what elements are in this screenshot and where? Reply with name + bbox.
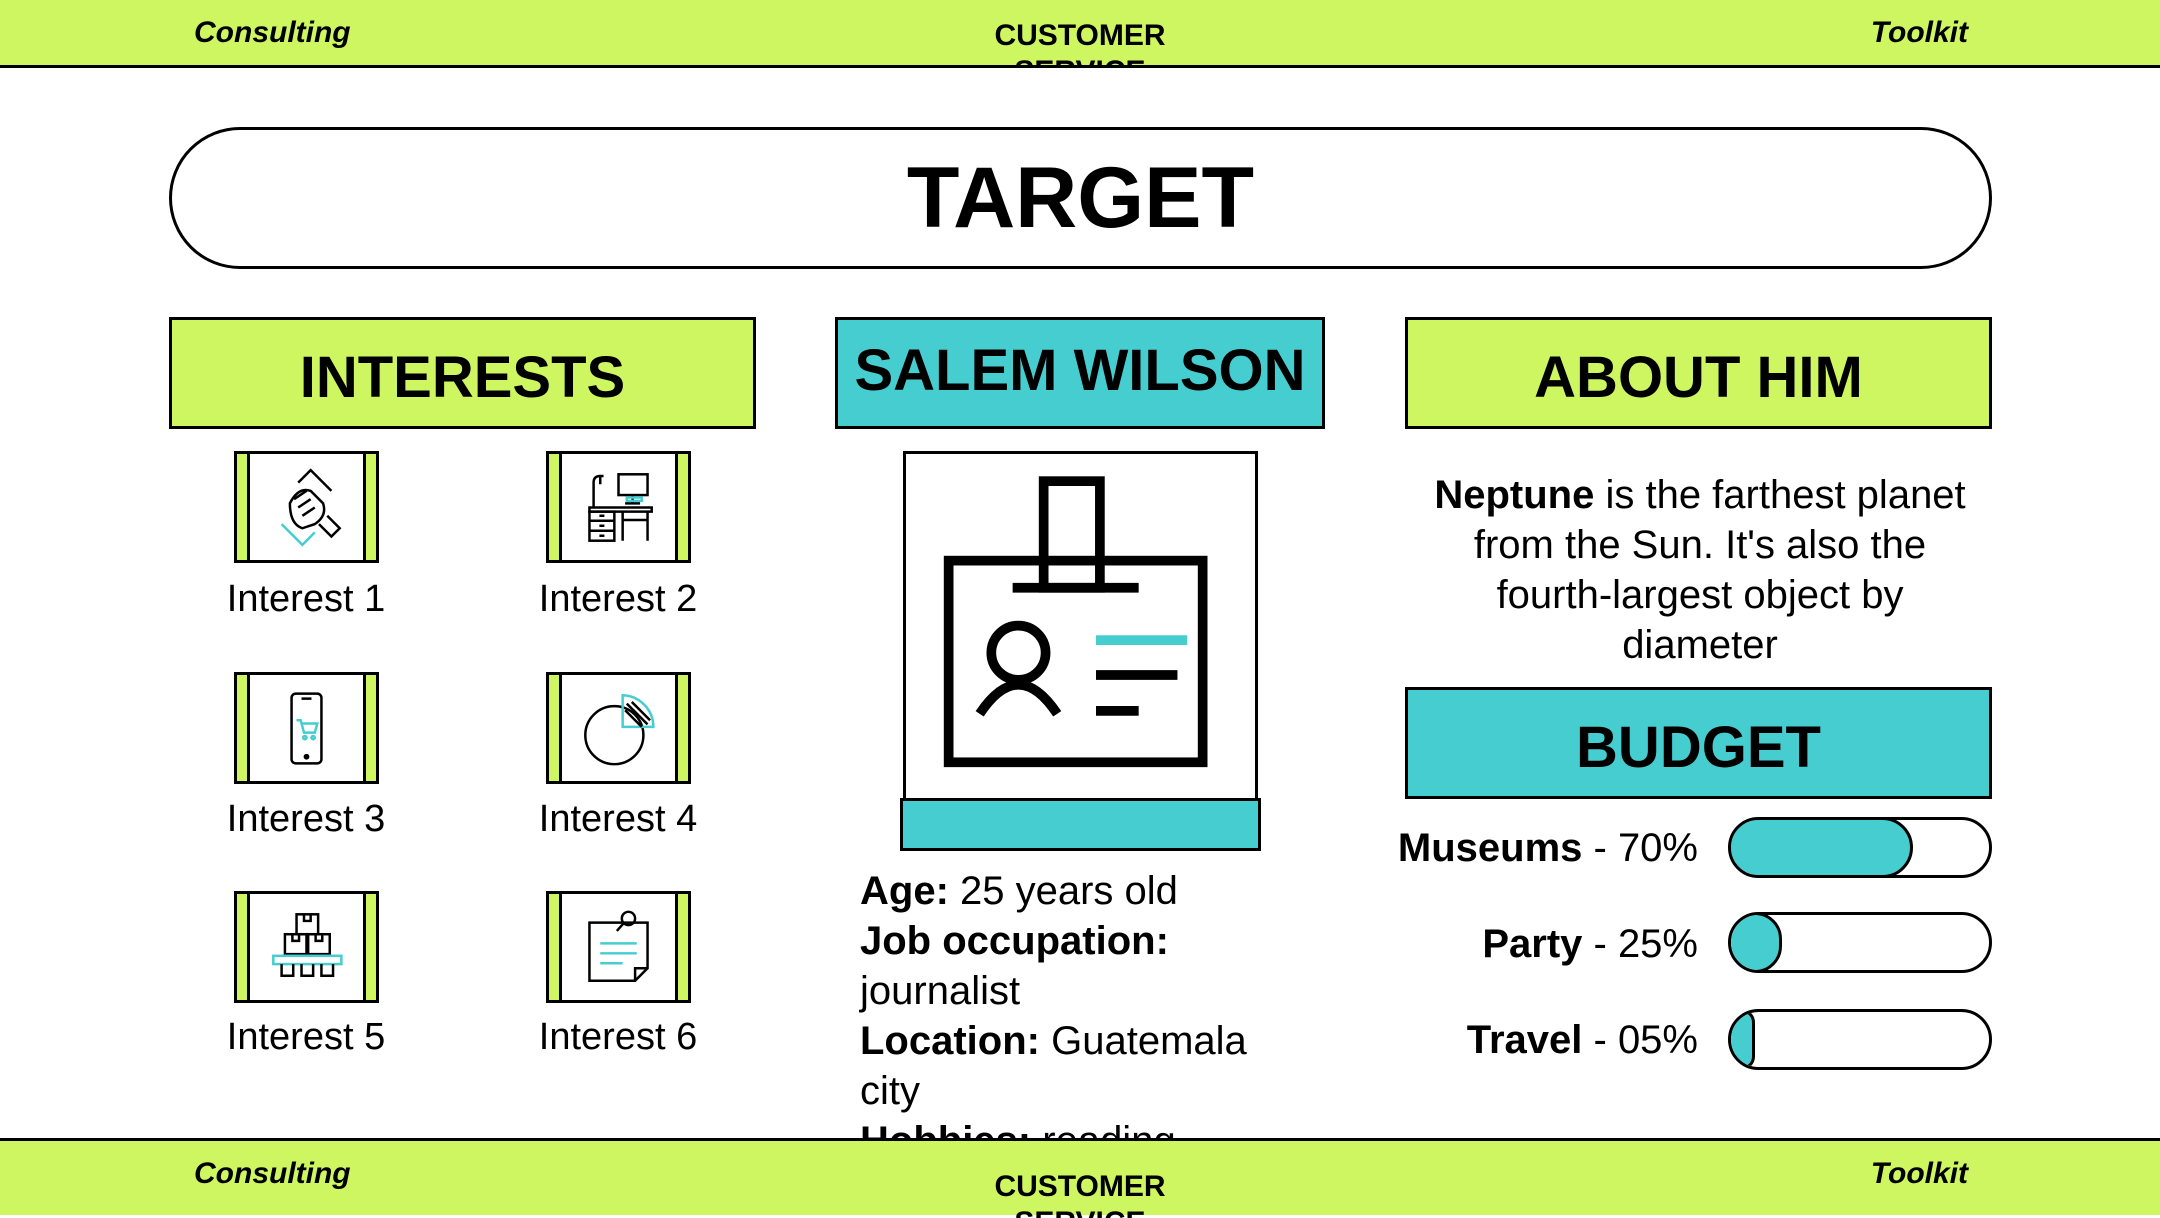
budget-bar-museums	[1728, 817, 1992, 878]
budget-label-party: Party - 25%	[1482, 922, 1698, 966]
budget-fill-travel	[1731, 1012, 1755, 1067]
budget-fill-party	[1731, 915, 1782, 970]
profile-card-base	[900, 798, 1261, 851]
header-left-text: Consulting	[194, 16, 351, 49]
interest-label-4: Interest 4	[538, 798, 698, 840]
footer-left-text: Consulting	[194, 1157, 351, 1190]
profile-name-heading: SALEM WILSON	[835, 317, 1325, 429]
desk-icon	[588, 473, 653, 542]
detail-job: Job occupation: journalist	[860, 916, 1300, 1016]
header-right-text: Toolkit	[1870, 16, 1968, 49]
about-text: Neptune is the farthest planet from the …	[1420, 470, 1980, 670]
interest-label-6: Interest 6	[538, 1016, 698, 1058]
budget-bar-party	[1728, 912, 1992, 973]
header-center-text: CUSTOMER SERVICE	[994, 19, 1166, 68]
interests-heading: INTERESTS	[169, 317, 756, 429]
interest-label-2: Interest 2	[538, 578, 698, 620]
sticky-note-icon	[588, 910, 649, 982]
header-bar: Consulting CUSTOMER SERVICE Toolkit	[0, 0, 2160, 68]
profile-name: SALEM WILSON	[854, 338, 1306, 403]
budget-label-travel: Travel - 05%	[1466, 1018, 1698, 1062]
about-body: is the farthest planet from the Sun. It'…	[1473, 473, 1966, 667]
interest-tile-3[interactable]	[234, 672, 379, 784]
packages-icon	[272, 913, 343, 977]
budget-bar-travel	[1728, 1009, 1992, 1070]
footer-center-text: CUSTOMER SERVICE	[994, 1170, 1166, 1218]
detail-location-label: Location:	[860, 1019, 1040, 1063]
interest-label-3: Interest 3	[226, 798, 386, 840]
interest-tile-6[interactable]	[546, 891, 691, 1003]
interest-label-5: Interest 5	[226, 1016, 386, 1058]
budget-label-museums: Museums - 70%	[1397, 826, 1698, 870]
interest-tile-4[interactable]	[546, 672, 691, 784]
detail-location: Location: Guatemala city	[860, 1016, 1300, 1116]
detail-age-value: 25 years old	[960, 869, 1178, 913]
about-bold: Neptune	[1434, 473, 1595, 517]
handshake-icon	[280, 468, 342, 547]
about-heading: ABOUT HIM	[1405, 317, 1992, 429]
footer-bar: Consulting CUSTOMER SERVICE Toolkit	[0, 1138, 2160, 1218]
detail-age-label: Age:	[860, 869, 949, 913]
interest-tile-5[interactable]	[234, 891, 379, 1003]
detail-job-value: journalist	[860, 969, 1021, 1013]
mobile-cart-icon	[290, 692, 323, 765]
interest-tile-2[interactable]	[546, 451, 691, 563]
detail-location-value: Guatemala city	[860, 1019, 1247, 1113]
footer-right-text: Toolkit	[1870, 1157, 1968, 1190]
page-title: TARGET	[169, 127, 1992, 269]
detail-age: Age: 25 years old	[860, 866, 1300, 916]
profile-details: Age: 25 years old Job occupation: journa…	[860, 866, 1300, 1166]
pie-chart-icon	[584, 694, 655, 766]
interest-label-1: Interest 1	[226, 578, 386, 620]
budget-heading: BUDGET	[1405, 687, 1992, 799]
id-badge-icon	[943, 476, 1208, 768]
interest-tile-1[interactable]	[234, 451, 379, 563]
budget-fill-museums	[1731, 820, 1913, 875]
detail-job-label: Job occupation:	[860, 919, 1169, 963]
profile-card	[903, 451, 1258, 849]
